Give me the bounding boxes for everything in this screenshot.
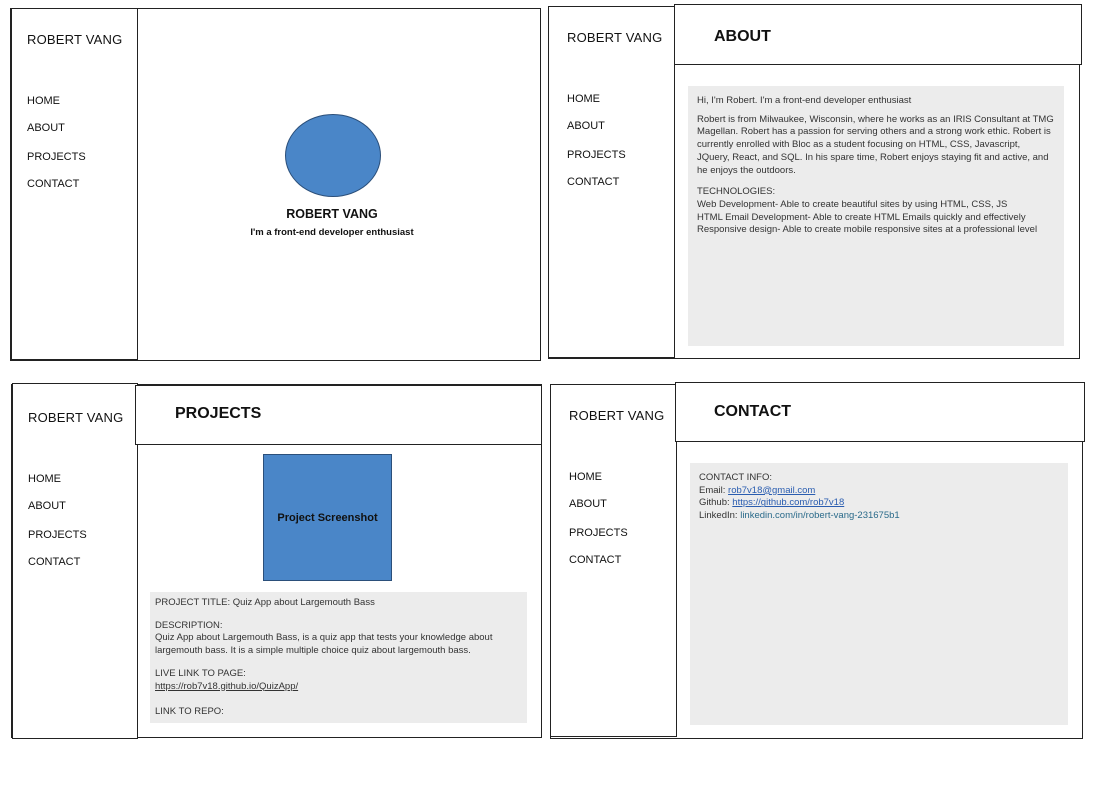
about-tech-item: Web Development- Able to create beautifu… — [697, 198, 1008, 210]
about-brand: ROBERT VANG — [567, 30, 663, 45]
projects-content: PROJECT TITLE: Quiz App about Largemouth… — [155, 597, 521, 719]
projects-nav-home[interactable]: HOME — [28, 473, 61, 485]
contact-nav-projects[interactable]: PROJECTS — [569, 527, 628, 539]
about-sidebar — [548, 6, 675, 358]
contact-content: CONTACT INFO: Email: rob7v18@gmail.com G… — [699, 472, 1059, 523]
contact-email-label: Email: — [699, 484, 729, 496]
contact-brand: ROBERT VANG — [569, 408, 665, 423]
contact-sidebar — [550, 384, 677, 737]
contact-nav-contact[interactable]: CONTACT — [569, 554, 622, 566]
contact-header — [675, 382, 1085, 442]
contact-nav-home[interactable]: HOME — [569, 471, 602, 483]
contact-heading: CONTACT INFO: — [699, 472, 773, 483]
projects-nav-contact[interactable]: CONTACT — [28, 556, 81, 568]
contact-nav-about[interactable]: ABOUT — [569, 498, 607, 510]
contact-panel — [690, 463, 1068, 725]
projects-header — [135, 385, 542, 445]
projects-brand: ROBERT VANG — [28, 410, 124, 425]
projects-panel — [150, 592, 527, 723]
contact-email-link[interactable]: rob7v18@gmail.com — [728, 484, 816, 496]
about-nav-projects[interactable]: PROJECTS — [567, 149, 626, 161]
project-title: PROJECT TITLE: Quiz App about Largemouth… — [155, 597, 375, 608]
avatar-placeholder — [285, 114, 381, 197]
about-nav-about[interactable]: ABOUT — [567, 120, 605, 132]
home-nav-home[interactable]: HOME — [27, 95, 60, 107]
home-nav-about[interactable]: ABOUT — [27, 122, 65, 134]
project-desc-heading: DESCRIPTION: — [155, 619, 223, 631]
project-live-link[interactable]: https://rob7v18.github.io/QuizApp/ — [155, 680, 299, 692]
project-screenshot-label: Project Screenshot — [277, 511, 378, 524]
contact-github-label: Github: — [699, 497, 733, 509]
about-tech-heading: TECHNOLOGIES: — [697, 186, 776, 198]
contact-linkedin-label: LinkedIn: — [699, 510, 741, 522]
home-tagline: I'm a front-end developer enthusiast — [250, 227, 414, 238]
contact-title: CONTACT — [714, 403, 792, 420]
projects-sidebar — [12, 383, 138, 739]
projects-title: PROJECTS — [175, 405, 262, 422]
home-brand: ROBERT VANG — [27, 32, 123, 47]
about-tech-item: HTML Email Development- Able to create H… — [697, 211, 1026, 223]
about-intro: Hi, I'm Robert. I'm a front-end develope… — [697, 95, 912, 106]
project-live-heading: LIVE LINK TO PAGE: — [155, 667, 246, 679]
about-nav-contact[interactable]: CONTACT — [567, 176, 620, 188]
project-repo-heading: LINK TO REPO: — [155, 706, 224, 718]
projects-nav-projects[interactable]: PROJECTS — [28, 529, 87, 541]
about-header — [674, 4, 1082, 65]
about-nav-home[interactable]: HOME — [567, 93, 600, 105]
project-desc-text: Quiz App about Largemouth Bass, is a qui… — [155, 632, 493, 657]
home-name: ROBERT VANG — [286, 207, 378, 221]
home-sidebar — [11, 8, 138, 360]
about-tech-item: Responsive design- Able to create mobile… — [697, 224, 1038, 236]
about-title: ABOUT — [714, 28, 771, 45]
project-screenshot-placeholder: Project Screenshot — [263, 454, 392, 581]
about-panel — [688, 86, 1064, 346]
about-content: Hi, I'm Robert. I'm a front-end develope… — [697, 95, 1055, 237]
projects-nav-about[interactable]: ABOUT — [28, 500, 66, 512]
contact-linkedin-link[interactable]: linkedin.com/in/robert-vang-231675b1 — [740, 510, 900, 522]
home-nav-projects[interactable]: PROJECTS — [27, 151, 86, 163]
home-nav-contact[interactable]: CONTACT — [27, 178, 80, 190]
contact-github-link[interactable]: https://github.com/rob7v18 — [732, 497, 845, 509]
about-bio: Robert is from Milwaukee, Wisconsin, whe… — [697, 113, 1054, 176]
